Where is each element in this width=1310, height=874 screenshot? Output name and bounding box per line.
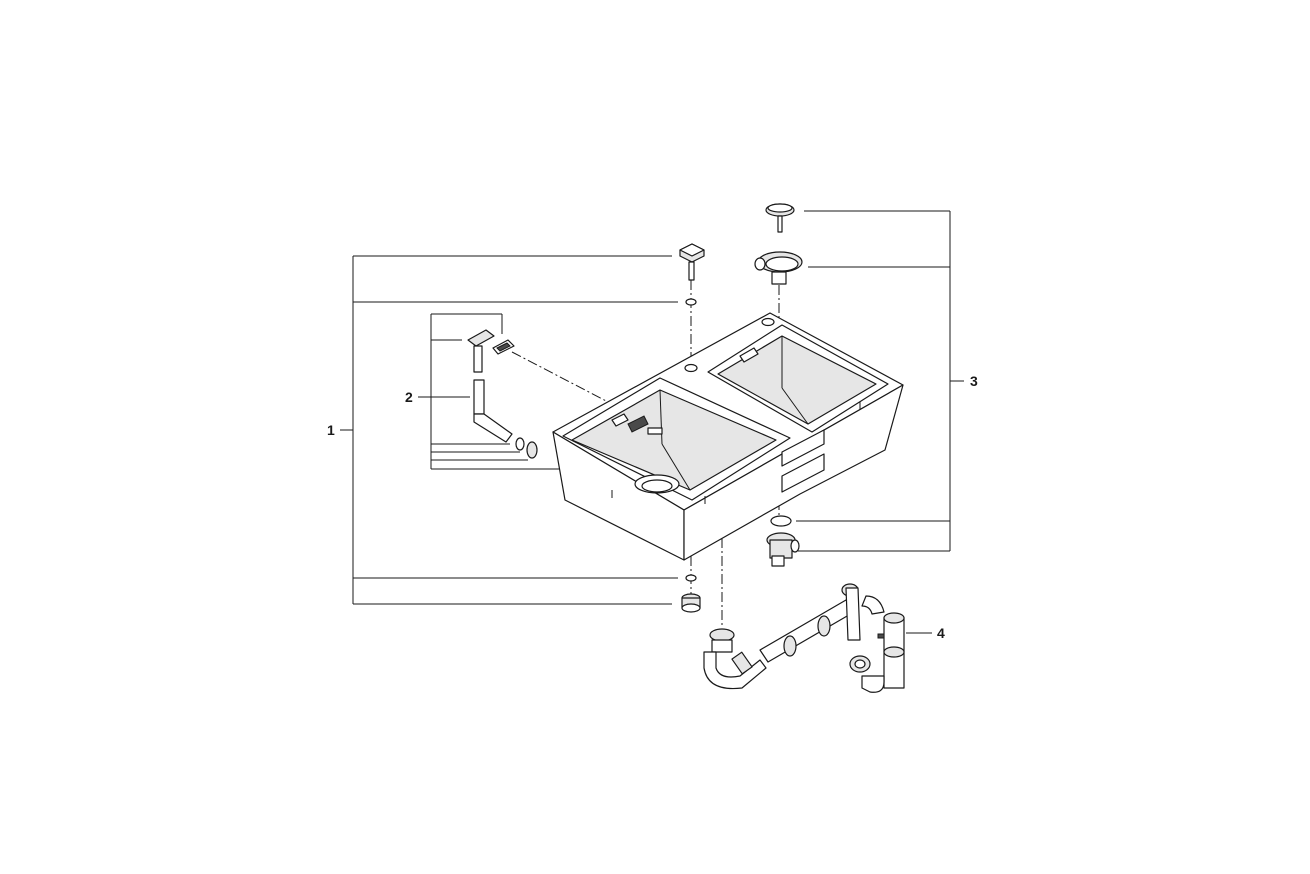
strainer-seal [770,515,792,527]
washer-upper [685,298,697,306]
overflow-nuts [515,437,538,459]
callout-3-bracket [796,210,964,552]
callout-label-2: 2 [405,389,413,405]
strainer-body [766,532,800,567]
double-sink [552,312,904,561]
strainer-basket [754,251,803,285]
callout-label-1: 1 [327,422,335,438]
strainer-plug [765,203,795,233]
overflow-cover [467,329,495,373]
overflow-hose [473,379,513,443]
overflow-gasket [492,339,515,355]
callout-label-3: 3 [970,373,978,389]
overflow-insert [627,415,663,435]
valve-nut [681,593,701,613]
callout-1-bracket [340,255,678,605]
pop-up-knob [679,243,705,281]
trap-assembly [703,583,905,693]
callout-label-4: 4 [937,625,945,641]
washer-lower [685,574,697,582]
